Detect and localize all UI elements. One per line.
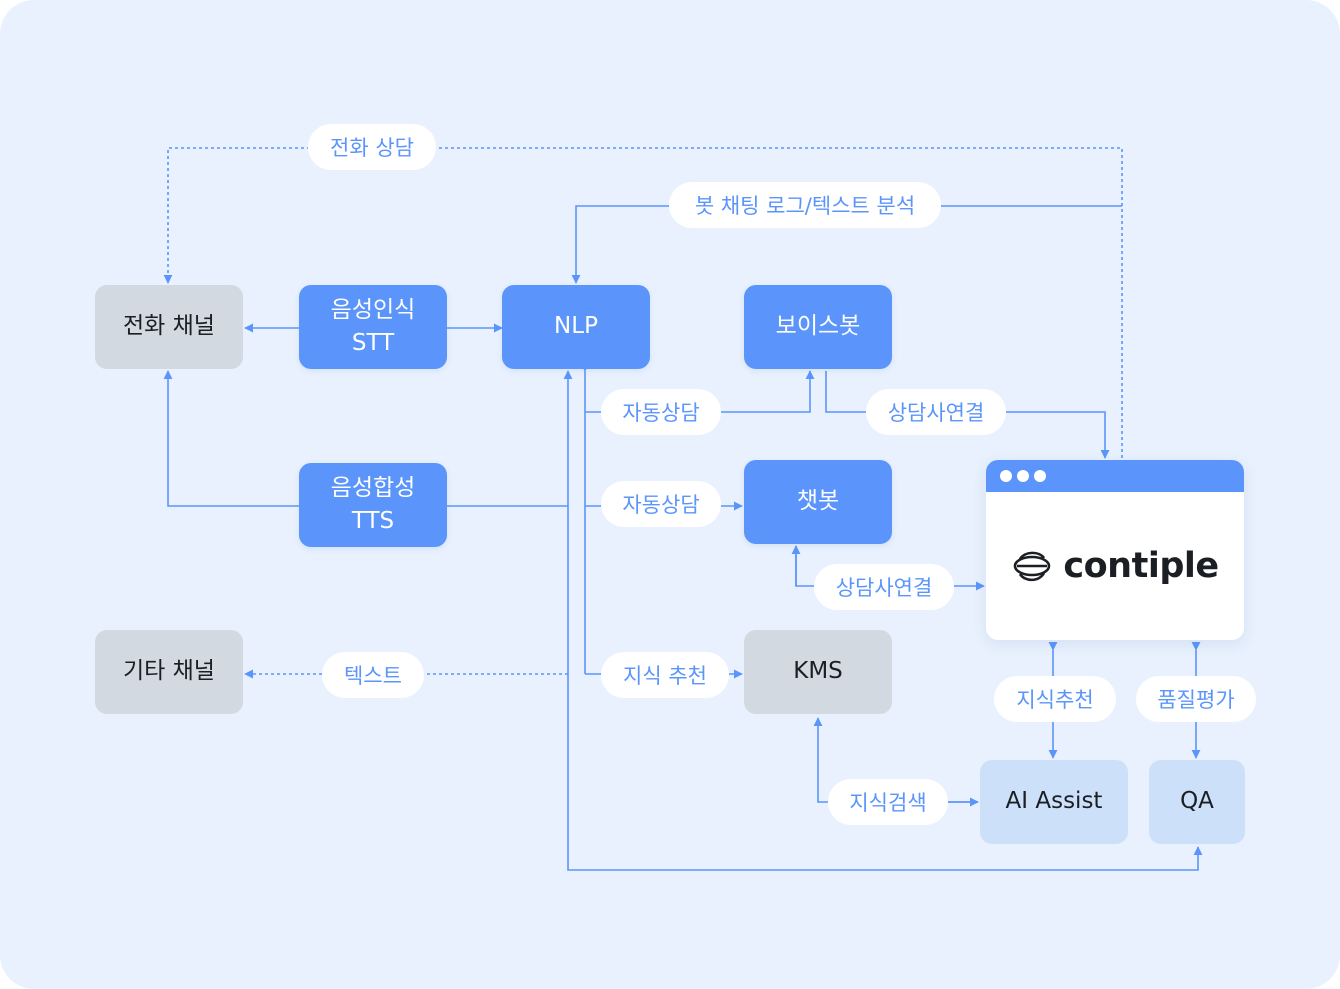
window-dot-icon: [1017, 470, 1029, 482]
edge-label-knowledge-search: 지식검색: [828, 779, 948, 825]
stt-label-en: STT: [351, 330, 395, 356]
ai-assist-node: AI Assist: [980, 760, 1128, 844]
voicebot-label: 보이스봇: [775, 313, 861, 340]
edge-label-knowledge-recommend-kms: 지식 추천: [601, 652, 729, 698]
edge-label-text: 전화 상담: [330, 136, 414, 160]
edge-label-text: 품질평가: [1157, 688, 1235, 712]
edge-label-phone-consult: 전화 상담: [308, 124, 436, 170]
other-channel-label: 기타 채널: [123, 658, 215, 685]
kms-label: KMS: [793, 658, 843, 685]
line-phone-consult: [163, 147, 1123, 458]
edge-label-text: 상담사연결: [835, 576, 933, 600]
edge-label-text: 지식검색: [849, 791, 927, 815]
nlp-label: NLP: [554, 313, 598, 340]
edge-label-text: 자동상담: [622, 493, 700, 517]
contiple-logo-icon: [1014, 551, 1051, 582]
edge-label-text: 텍스트: [322, 652, 424, 698]
contiple-brand-name: contiple: [1063, 546, 1219, 586]
window-title-bar: [986, 460, 1244, 492]
edge-label-text: 봇 채팅 로그/텍스트 분석: [694, 194, 916, 218]
phone-channel-node: 전화 채널: [95, 285, 243, 369]
window-dot-icon: [1000, 470, 1012, 482]
chatbot-label: 챗봇: [796, 488, 840, 515]
edge-label-auto-consult-voice: 자동상담: [601, 389, 721, 435]
line-nlp-to-qa: [567, 506, 1203, 871]
chatbot-node: 챗봇: [744, 460, 892, 544]
edge-label-auto-consult-chat: 자동상담: [601, 481, 721, 527]
edge-label-knowledge-recommend-assist: 지식추천: [994, 676, 1116, 722]
tts-label-en: TTS: [351, 508, 395, 534]
tts-node: 음성합성 TTS: [299, 463, 447, 547]
qa-node: QA: [1149, 760, 1245, 844]
contiple-app-window: contiple: [986, 460, 1244, 640]
edge-label-agent-connect-voice: 상담사연결: [866, 389, 1006, 435]
other-channel-node: 기타 채널: [95, 630, 243, 714]
edge-label-text: 지식 추천: [623, 664, 707, 688]
window-dot-icon: [1034, 470, 1046, 482]
edge-label-quality-eval: 품질평가: [1136, 676, 1256, 722]
edge-label-text: 지식추천: [1016, 688, 1094, 712]
edge-label-text: 자동상담: [622, 401, 700, 425]
nlp-node: NLP: [502, 285, 650, 369]
ai-assist-label: AI Assist: [1005, 788, 1103, 815]
edge-label-agent-connect-chat: 상담사연결: [814, 564, 954, 610]
edge-label-text: 상담사연결: [887, 401, 985, 425]
contiple-brand: contiple: [986, 492, 1244, 640]
phone-channel-label: 전화 채널: [123, 313, 215, 340]
edge-label-bot-log-analysis: 봇 채팅 로그/텍스트 분석: [669, 182, 941, 228]
qa-label: QA: [1180, 788, 1214, 815]
stt-label-ko: 음성인식: [330, 296, 416, 323]
kms-node: KMS: [744, 630, 892, 714]
voicebot-node: 보이스봇: [744, 285, 892, 369]
tts-label-ko: 음성합성: [330, 474, 416, 501]
edge-label-text: 텍스트: [344, 664, 402, 688]
stt-node: 음성인식 STT: [299, 285, 447, 369]
